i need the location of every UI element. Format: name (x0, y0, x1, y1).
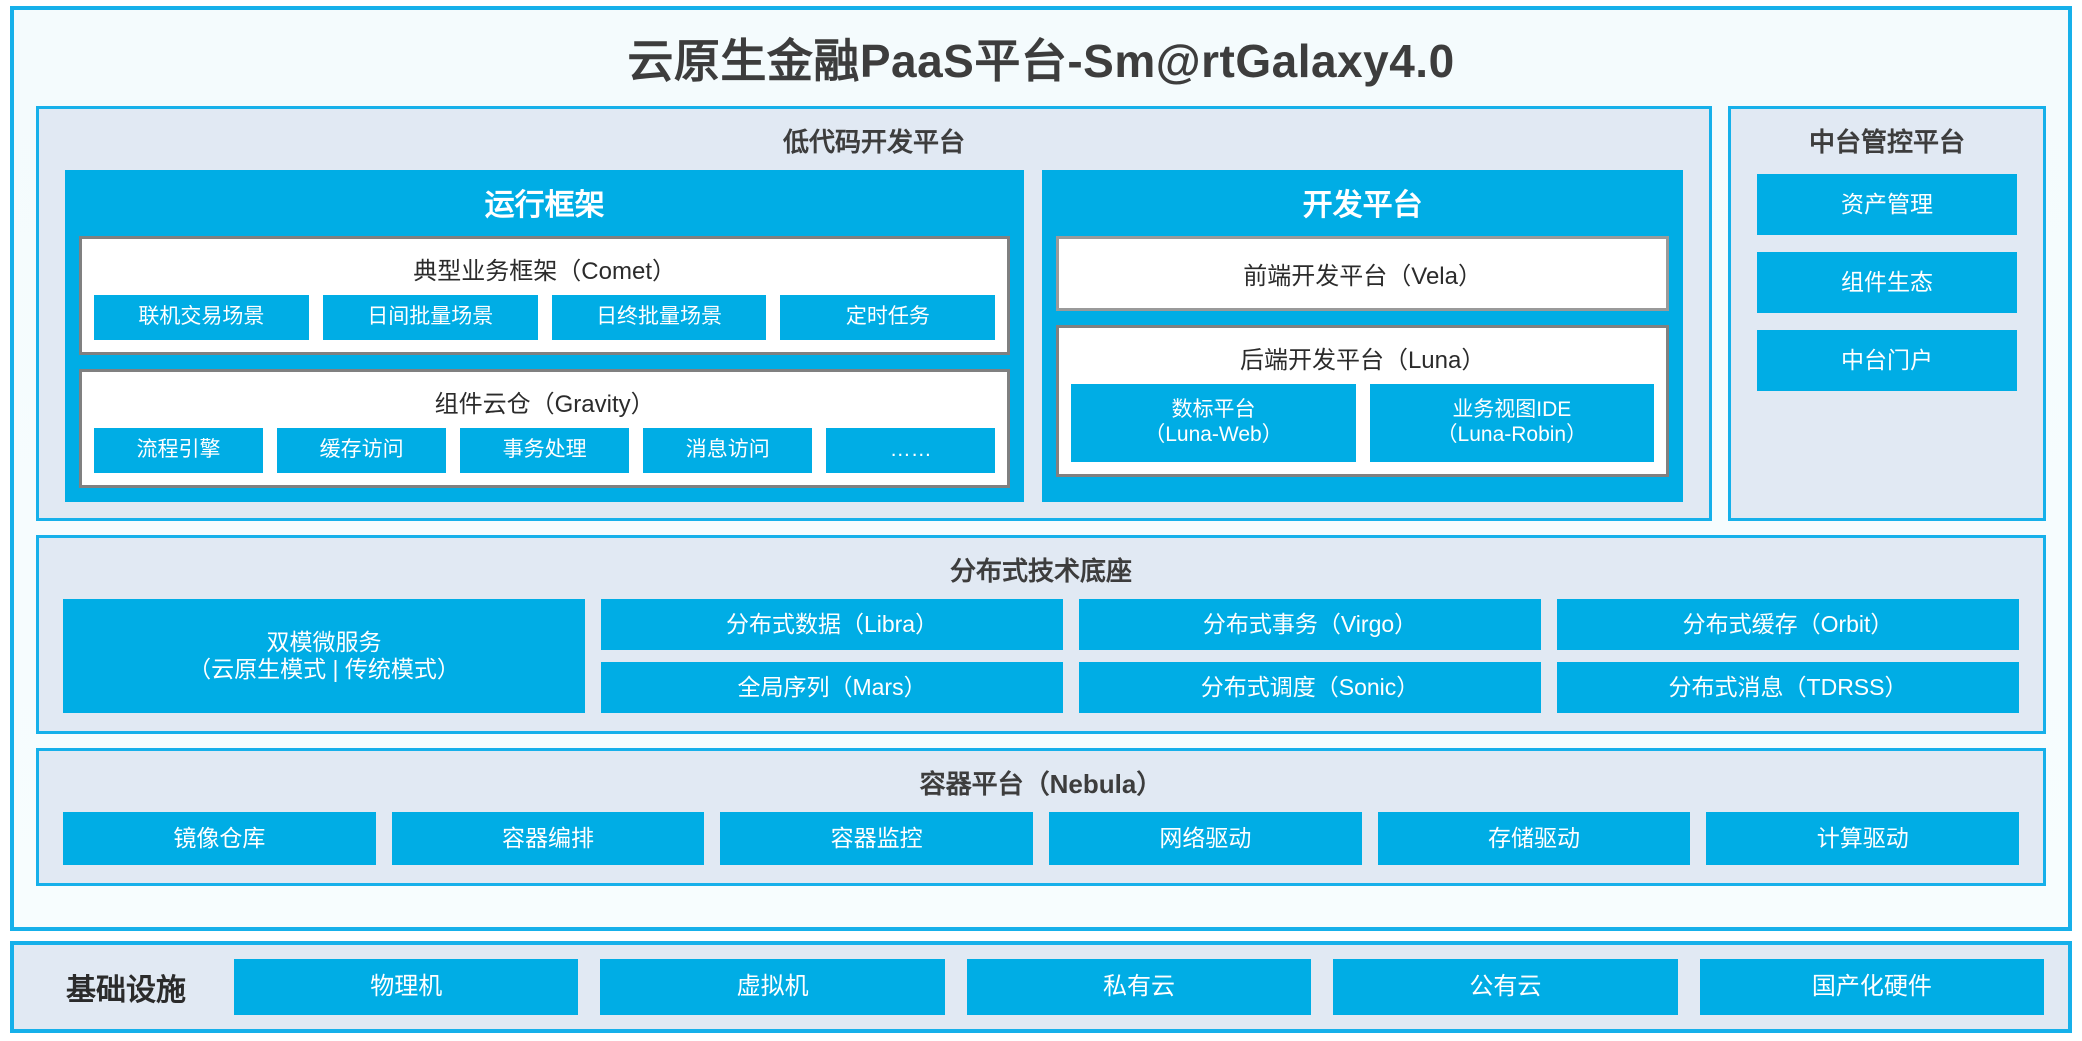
title-bar: 云原生金融PaaS平台-Sm@rtGalaxy4.0 (36, 10, 2046, 106)
dual-mode-microservice[interactable]: 双模微服务（云原生模式 | 传统模式） (63, 598, 586, 713)
container-platform-title: 容器平台（Nebula） (919, 768, 1163, 799)
gravity-item[interactable]: 事务处理 (460, 427, 630, 473)
container-item-monitoring[interactable]: 容器监控 (720, 811, 1034, 865)
infra-item-private-cloud[interactable]: 私有云 (966, 958, 1312, 1015)
lowcode-platform-title: 低代码开发平台 (782, 127, 965, 157)
comet-item[interactable]: 联机交易场景 (94, 295, 309, 340)
gravity-item[interactable]: 流程引擎 (94, 427, 264, 473)
luna-title: 后端开发平台（Luna） (1239, 347, 1486, 374)
infrastructure-items: 物理机 虚拟机 私有云 公有云 国产化硬件 (234, 958, 2045, 1015)
gravity-title: 组件云仓（Gravity） (434, 390, 655, 418)
luna-box: 后端开发平台（Luna） 数标平台（Luna-Web） 业务视图IDE（Luna… (1056, 325, 1669, 477)
control-item-component-ecosystem[interactable]: 组件生态 (1757, 252, 2017, 314)
distributed-column-3: 分布式事务（Virgo） 分布式调度（Sonic） (1079, 598, 1542, 713)
control-platform-title: 中台管控平台 (1808, 127, 1965, 157)
comet-item[interactable]: 日终批量场景 (551, 295, 767, 340)
distributed-data-libra[interactable]: 分布式数据（Libra） (601, 598, 1064, 650)
distributed-foundation-title: 分布式技术底座 (949, 555, 1132, 586)
comet-item[interactable]: 日间批量场景 (322, 295, 538, 340)
distributed-transaction-virgo[interactable]: 分布式事务（Virgo） (1079, 598, 1542, 650)
infra-item-physical-machine[interactable]: 物理机 (234, 958, 579, 1015)
control-platform-panel: 中台管控平台 资产管理 组件生态 中台门户 (1728, 106, 2046, 521)
runtime-framework-title: 运行框架 (484, 189, 605, 222)
comet-item[interactable]: 定时任务 (780, 295, 996, 340)
comet-items: 联机交易场景 日间批量场景 日终批量场景 定时任务 (94, 295, 996, 340)
lowcode-platform-panel: 低代码开发平台 运行框架 典型业务框架（Comet） 联机交易场景 日间批量场景… (36, 106, 1712, 521)
luna-items: 数标平台（Luna-Web） 业务视图IDE（Luna-Robin） (1071, 384, 1655, 462)
page-title: 云原生金融PaaS平台-Sm@rtGalaxy4.0 (627, 35, 1455, 87)
gravity-item[interactable]: 缓存访问 (277, 427, 447, 473)
control-platform-items: 资产管理 组件生态 中台门户 (1731, 170, 2043, 392)
container-items: 镜像仓库 容器编排 容器监控 网络驱动 存储驱动 计算驱动 (39, 811, 2043, 883)
gravity-item-more[interactable]: …… (826, 427, 996, 473)
microservice-column: 双模微服务（云原生模式 | 传统模式） (63, 598, 586, 713)
container-platform-panel: 容器平台（Nebula） 镜像仓库 容器编排 容器监控 网络驱动 存储驱动 计算… (36, 747, 2046, 886)
infrastructure-label: 基础设施 (66, 973, 186, 1007)
global-sequence-mars[interactable]: 全局序列（Mars） (601, 661, 1064, 713)
runtime-framework-card: 运行框架 典型业务框架（Comet） 联机交易场景 日间批量场景 日终批量场景 … (65, 170, 1025, 502)
top-row: 低代码开发平台 运行框架 典型业务框架（Comet） 联机交易场景 日间批量场景… (36, 106, 2046, 521)
distributed-column-4: 分布式缓存（Orbit） 分布式消息（TDRSS） (1557, 598, 2019, 713)
gravity-box: 组件云仓（Gravity） 流程引擎 缓存访问 事务处理 消息访问 …… (79, 368, 1011, 488)
distributed-cache-orbit[interactable]: 分布式缓存（Orbit） (1557, 598, 2019, 650)
distributed-message-tdrss[interactable]: 分布式消息（TDRSS） (1557, 661, 2019, 713)
control-item-asset-management[interactable]: 资产管理 (1757, 174, 2017, 236)
container-item-storage-driver[interactable]: 存储驱动 (1377, 811, 1691, 865)
distributed-schedule-sonic[interactable]: 分布式调度（Sonic） (1079, 661, 1542, 713)
distributed-column-2: 分布式数据（Libra） 全局序列（Mars） (601, 598, 1064, 713)
infra-item-public-cloud[interactable]: 公有云 (1333, 958, 1678, 1015)
infra-item-domestic-hardware[interactable]: 国产化硬件 (1699, 958, 2045, 1015)
control-item-portal[interactable]: 中台门户 (1757, 330, 2017, 392)
infrastructure-bar: 基础设施 物理机 虚拟机 私有云 公有云 国产化硬件 (10, 940, 2072, 1033)
comet-box: 典型业务框架（Comet） 联机交易场景 日间批量场景 日终批量场景 定时任务 (79, 236, 1011, 355)
comet-title: 典型业务框架（Comet） (413, 258, 676, 285)
vela-frontend-box[interactable]: 前端开发平台（Vela） (1056, 236, 1669, 311)
distributed-columns: 双模微服务（云原生模式 | 传统模式） 分布式数据（Libra） 全局序列（Ma… (39, 598, 2043, 731)
lowcode-columns: 运行框架 典型业务框架（Comet） 联机交易场景 日间批量场景 日终批量场景 … (39, 170, 1709, 502)
development-platform-title: 开发平台 (1302, 189, 1423, 222)
container-item-orchestration[interactable]: 容器编排 (391, 811, 705, 865)
container-item-image-registry[interactable]: 镜像仓库 (63, 811, 376, 865)
gravity-items: 流程引擎 缓存访问 事务处理 消息访问 …… (94, 427, 996, 473)
distributed-foundation-panel: 分布式技术底座 双模微服务（云原生模式 | 传统模式） 分布式数据（Libra）… (36, 534, 2046, 734)
platform-body: 低代码开发平台 运行框架 典型业务框架（Comet） 联机交易场景 日间批量场景… (36, 106, 2046, 909)
infra-item-virtual-machine[interactable]: 虚拟机 (600, 958, 945, 1015)
luna-robin-item[interactable]: 业务视图IDE（Luna-Robin） (1369, 384, 1655, 462)
luna-web-item[interactable]: 数标平台（Luna-Web） (1071, 384, 1356, 462)
platform-frame: 云原生金融PaaS平台-Sm@rtGalaxy4.0 低代码开发平台 运行框架 … (10, 6, 2072, 931)
container-item-compute-driver[interactable]: 计算驱动 (1706, 811, 2020, 865)
container-item-network-driver[interactable]: 网络驱动 (1049, 811, 1362, 865)
development-platform-card: 开发平台 前端开发平台（Vela） 后端开发平台（Luna） 数标平台（Luna… (1042, 170, 1683, 502)
gravity-item[interactable]: 消息访问 (643, 427, 813, 473)
